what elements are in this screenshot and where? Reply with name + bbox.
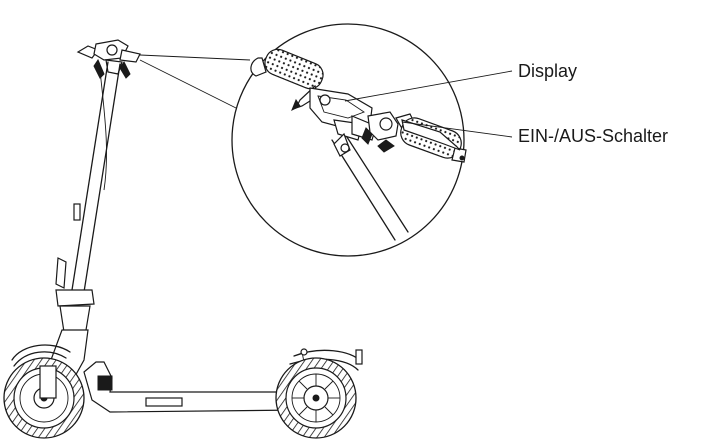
display-unit xyxy=(309,87,377,157)
zoom-connector-lines xyxy=(139,54,251,109)
front-wheel xyxy=(3,357,85,439)
scooter xyxy=(3,39,363,439)
power-switch-unit xyxy=(367,111,417,153)
display-callout-label: Display xyxy=(518,61,578,81)
scooter-handlebar xyxy=(76,39,141,79)
display-leader-line xyxy=(344,70,513,102)
rear-wheel xyxy=(275,357,357,439)
power-switch-callout-label: EIN-/AUS-Schalter xyxy=(518,126,669,146)
handlebar-detail xyxy=(250,48,467,241)
right-brake-lever xyxy=(401,119,461,151)
left-grip xyxy=(250,48,324,90)
magnifier-circle xyxy=(231,23,465,257)
power-switch-leader-line xyxy=(401,121,513,138)
